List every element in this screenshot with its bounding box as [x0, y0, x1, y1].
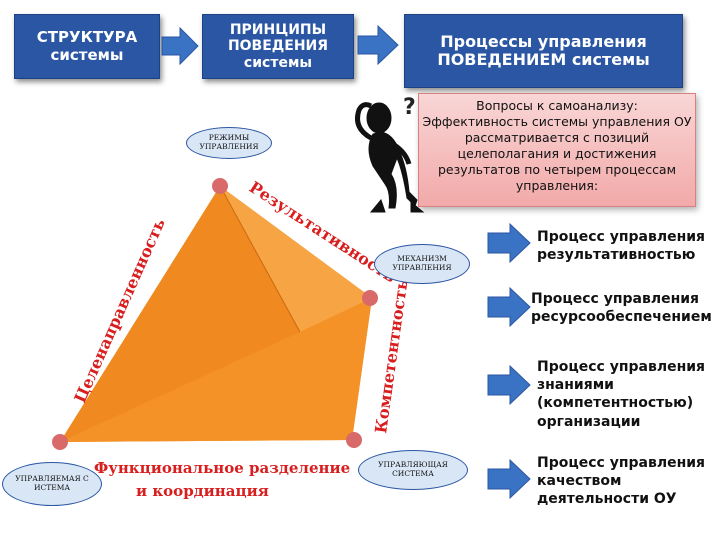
structure-box: СТРУКТУРА системы: [14, 14, 160, 79]
arrow-right-icon: [161, 26, 199, 66]
processes-box-label: Процессы управления ПОВЕДЕНИЕМ системы: [437, 31, 650, 69]
node-modes-label: РЕЖИМЫ УПРАВЛЕНИЯ: [199, 133, 259, 151]
vertex-bottom-right: [346, 432, 362, 448]
node-managing-system: УПРАВЛЯЮЩАЯ СИСТЕМА: [358, 450, 468, 490]
vertex-top: [212, 178, 228, 194]
vertex-right: [362, 290, 378, 306]
edge-label-bottom-line1: Функциональное разделение: [94, 459, 350, 477]
question-mark: ?: [403, 95, 416, 120]
vertex-bottom-left: [52, 434, 68, 450]
pyramid-top-face: [220, 186, 372, 332]
pyramid-right-face: [60, 298, 372, 442]
edge-label-bottom-line2: и координация: [136, 482, 269, 500]
principles-box: ПРИНЦИПЫ ПОВЕДЕНИЯ системы: [202, 14, 354, 79]
arrow-right-icon: [487, 458, 531, 500]
arrow-right-icon: [487, 364, 531, 406]
node-managed-system: УПРАВЛЯЕМАЯ С ИСТЕМА: [2, 462, 102, 506]
node-managing-system-label: УПРАВЛЯЮЩАЯ СИСТЕМА: [378, 460, 448, 478]
process-knowledge-label: Процесс управления знаниями (компетентно…: [537, 359, 706, 430]
process-resources: Процесс управления ресурсообеспечением: [531, 290, 712, 326]
process-results-label: Процесс управления результативностью: [537, 229, 706, 264]
process-resources-label: Процесс управления ресурсообеспечением: [531, 291, 712, 326]
node-managed-system-label: УПРАВЛЯЕМАЯ С ИСТЕМА: [15, 474, 89, 492]
pyramid-left-face: [60, 186, 300, 442]
process-quality: Процесс управления качеством деятельност…: [537, 454, 705, 509]
thinking-figure-icon: ?: [355, 95, 425, 213]
self-analysis-callout: Вопросы к самоанализу: Эффективность сис…: [418, 93, 696, 207]
process-results: Процесс управления результативностью: [537, 228, 705, 264]
arrow-right-icon: [487, 286, 531, 328]
process-quality-label: Процесс управления качеством деятельност…: [537, 455, 706, 508]
node-mechanism-label: МЕХАНИЗМ УПРАВЛЕНИЯ: [392, 254, 452, 272]
node-modes: РЕЖИМЫ УПРАВЛЕНИЯ: [186, 127, 272, 159]
processes-box: Процессы управления ПОВЕДЕНИЕМ системы: [404, 14, 683, 88]
arrow-right-icon: [487, 222, 531, 264]
structure-box-label: СТРУКТУРА системы: [36, 28, 138, 64]
process-knowledge: Процесс управления знаниями (компетентно…: [537, 358, 705, 431]
node-mechanism: МЕХАНИЗМ УПРАВЛЕНИЯ: [374, 244, 470, 284]
pyramid-diagram: Результативность Целенаправленность Комп…: [52, 177, 412, 500]
principles-box-label: ПРИНЦИПЫ ПОВЕДЕНИЯ системы: [227, 22, 329, 71]
arrow-right-icon: [357, 24, 399, 66]
callout-text: Вопросы к самоанализу: Эффективность сис…: [422, 98, 692, 193]
